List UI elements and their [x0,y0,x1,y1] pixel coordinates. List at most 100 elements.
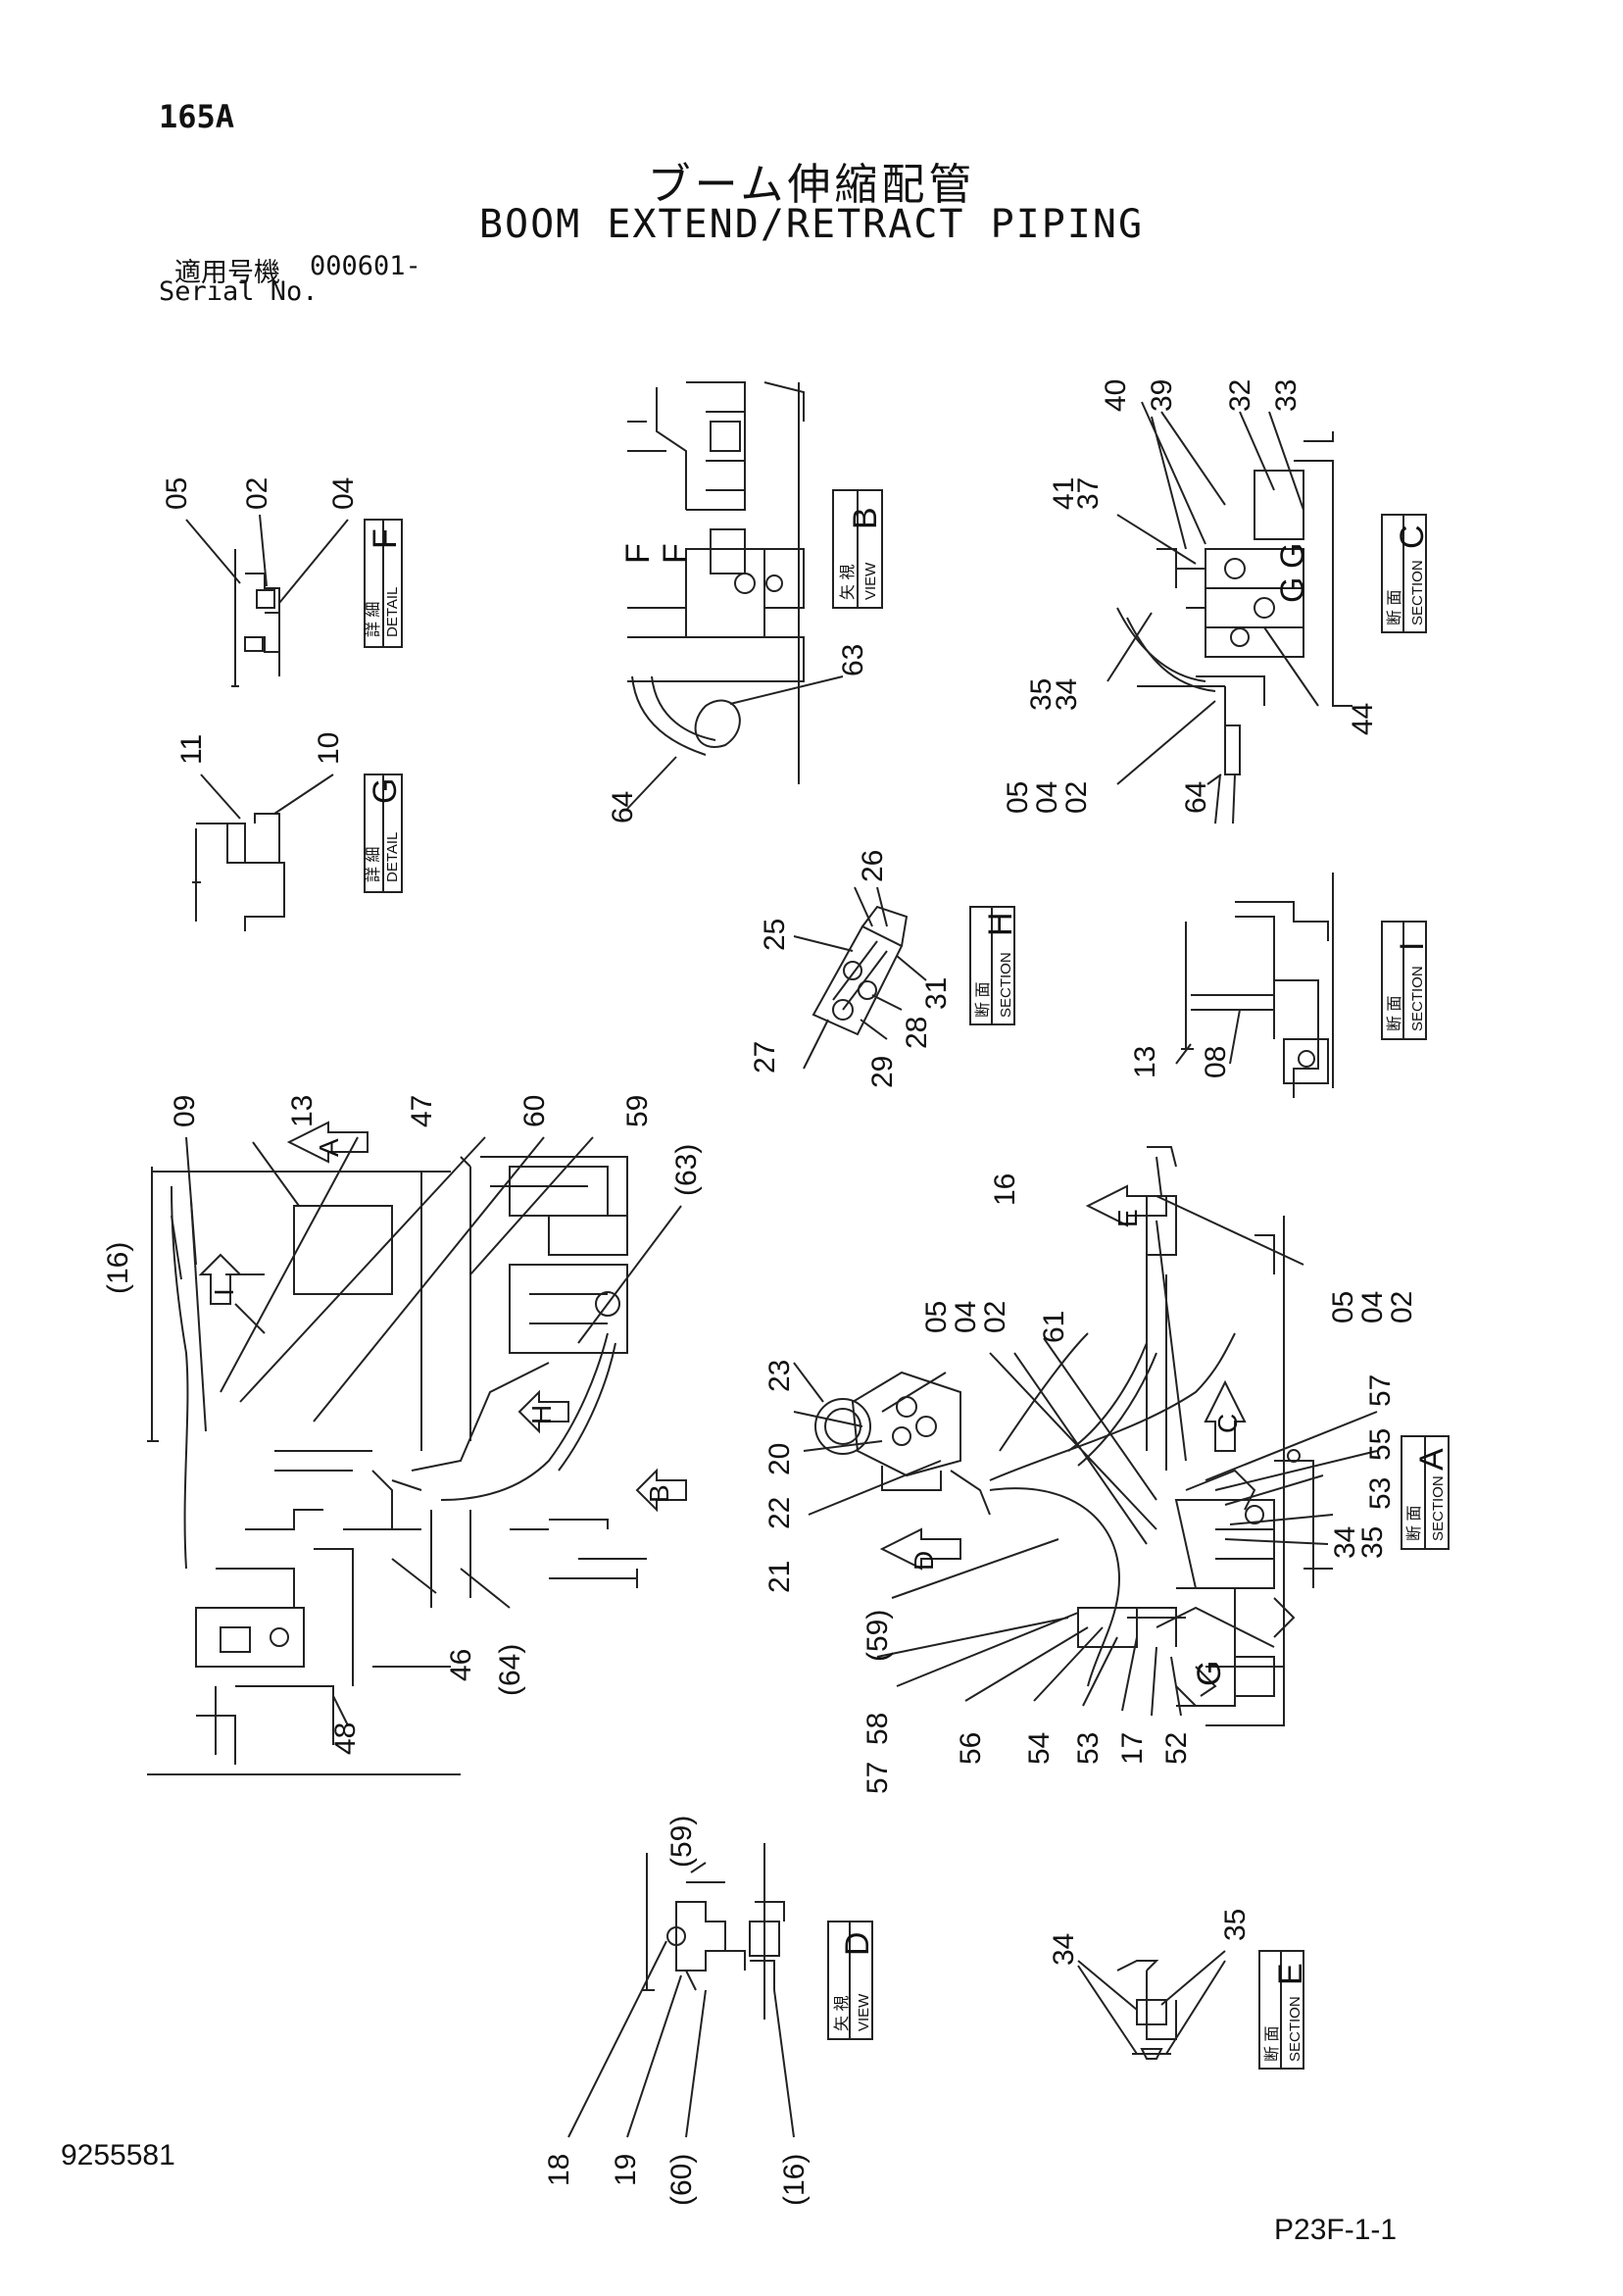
section-a-box [1401,1435,1450,1550]
callout-section-c-34: 34 [1051,678,1083,711]
callout-main-left-63: (63) [670,1144,703,1196]
box-en-section-a: SECTION [1430,1475,1447,1541]
callout-main-left-16: (16) [102,1242,134,1294]
callout-main-right-53a: 53 [1364,1477,1397,1510]
section-i-drawing [1175,873,1334,1098]
box-en-view-d: VIEW [856,1993,872,2031]
callout-section-c-39: 39 [1146,379,1178,412]
callout-section-c-44: 44 [1347,703,1379,735]
box-en-section-i: SECTION [1409,966,1426,1031]
callout-section-c-04: 04 [1031,781,1063,814]
callout-main-right-54: 54 [1023,1732,1056,1765]
box-en-detail-f: DETAIL [384,587,401,637]
serial-value: 000601- [310,251,421,281]
callout-main-left-48: 48 [329,1722,362,1755]
callout-detail-g-11: 11 [175,734,208,765]
callout-view-d-60: (60) [665,2154,698,2206]
callout-main-right-34: 34 [1329,1526,1361,1559]
box-jp-view-d: 矢 視 [833,1996,851,2031]
section-i-box [1381,921,1427,1040]
callout-section-h-25: 25 [759,919,791,951]
callout-section-c-02: 02 [1060,781,1093,814]
serial-label-english: Serial No. [159,276,319,307]
box-letter-section-e: E [1272,1963,1309,1985]
callout-section-e-34: 34 [1048,1933,1080,1966]
box-jp-section-e: 断 面 [1263,2026,1281,2062]
callout-main-right-55: 55 [1364,1428,1397,1461]
callout-detail-f-02: 02 [241,477,273,510]
serial-label-japanese: 適用号機 [174,258,280,288]
callout-main-right-53b: 53 [1072,1732,1105,1765]
box-jp-section-h: 断 面 [974,982,992,1018]
letter-section-c-g1: G [1274,543,1311,569]
section-h-box [969,906,1015,1025]
callout-view-d-16: (16) [778,2154,811,2206]
callout-main-right-16: 16 [989,1173,1021,1206]
detail-f-box [364,519,403,648]
callout-main-left-64: (64) [494,1644,526,1696]
detail-f-drawing [185,514,349,687]
callout-section-h-28: 28 [901,1017,933,1049]
view-d-drawing [567,1843,795,2138]
callout-main-right-05a: 05 [920,1301,953,1333]
arrow-letter-b: B [644,1484,674,1503]
callout-section-i-08: 08 [1200,1046,1232,1078]
callout-section-c-33: 33 [1270,379,1303,412]
callout-main-left-46: 46 [445,1649,477,1681]
letter-main-right-g: G [1191,1661,1228,1686]
page-code: 165A [159,98,235,135]
callout-main-left-09: 09 [169,1095,201,1127]
callout-section-c-41: 41 [1048,477,1080,510]
view-b-box [832,489,883,609]
view-b-drawing [626,381,844,810]
callout-section-c-35: 35 [1025,678,1057,711]
main-right-drawing [793,1146,1378,1726]
box-jp-section-c: 断 面 [1386,590,1403,625]
callout-main-left-47: 47 [406,1095,438,1127]
callout-main-right-04a: 04 [950,1301,982,1333]
callout-main-right-57a: 57 [1364,1374,1397,1407]
callout-main-right-58: 58 [861,1713,894,1745]
arrow-letter-d: D [909,1551,939,1571]
box-en-view-b: VIEW [862,562,879,600]
callout-detail-f-05: 05 [161,477,193,510]
letter-section-c-g2: G [1274,577,1311,603]
box-en-detail-g: DETAIL [384,832,401,882]
box-jp-section-i: 断 面 [1386,996,1403,1031]
callout-section-h-26: 26 [857,850,889,882]
arrow-letter-a: A [314,1138,344,1157]
callout-main-right-20: 20 [763,1443,796,1475]
sheet-reference: P23F-1-1 [1274,2214,1398,2246]
arrow-letter-i: I [209,1288,239,1296]
callout-main-right-22: 22 [763,1497,796,1529]
callout-section-h-29: 29 [866,1056,899,1088]
callout-main-right-52: 52 [1160,1732,1193,1765]
callout-detail-g-10: 10 [313,732,345,765]
section-c-box [1381,514,1427,633]
callout-main-right-57b: 57 [861,1762,894,1794]
box-letter-section-a: A [1413,1448,1451,1471]
box-letter-view-d: D [839,1931,876,1956]
section-e-drawing [1077,1950,1226,2060]
callout-section-h-27: 27 [749,1041,781,1073]
box-letter-view-b: B [847,507,884,529]
detail-g-drawing [192,774,334,931]
callout-main-right-61: 61 [1038,1311,1070,1343]
arrow-letter-h: H [526,1405,557,1424]
callout-section-c-64: 64 [1180,781,1212,814]
document-number: 9255581 [61,2139,175,2171]
box-en-section-h: SECTION [998,952,1014,1018]
title-english: BOOM EXTEND/RETRACT PIPING [478,202,1145,247]
section-h-drawing [793,886,927,1070]
callout-detail-f-04: 04 [327,477,360,510]
callout-main-right-35: 35 [1356,1526,1389,1559]
box-letter-detail-f: F [367,528,404,549]
section-e-box [1258,1950,1304,2070]
callout-main-right-17: 17 [1116,1732,1149,1765]
detail-g-box [364,774,403,893]
callout-main-right-56: 56 [955,1732,987,1765]
callout-section-c-05: 05 [1002,781,1034,814]
callout-view-b-63: 63 [837,644,869,676]
section-c-drawing [1107,401,1352,824]
